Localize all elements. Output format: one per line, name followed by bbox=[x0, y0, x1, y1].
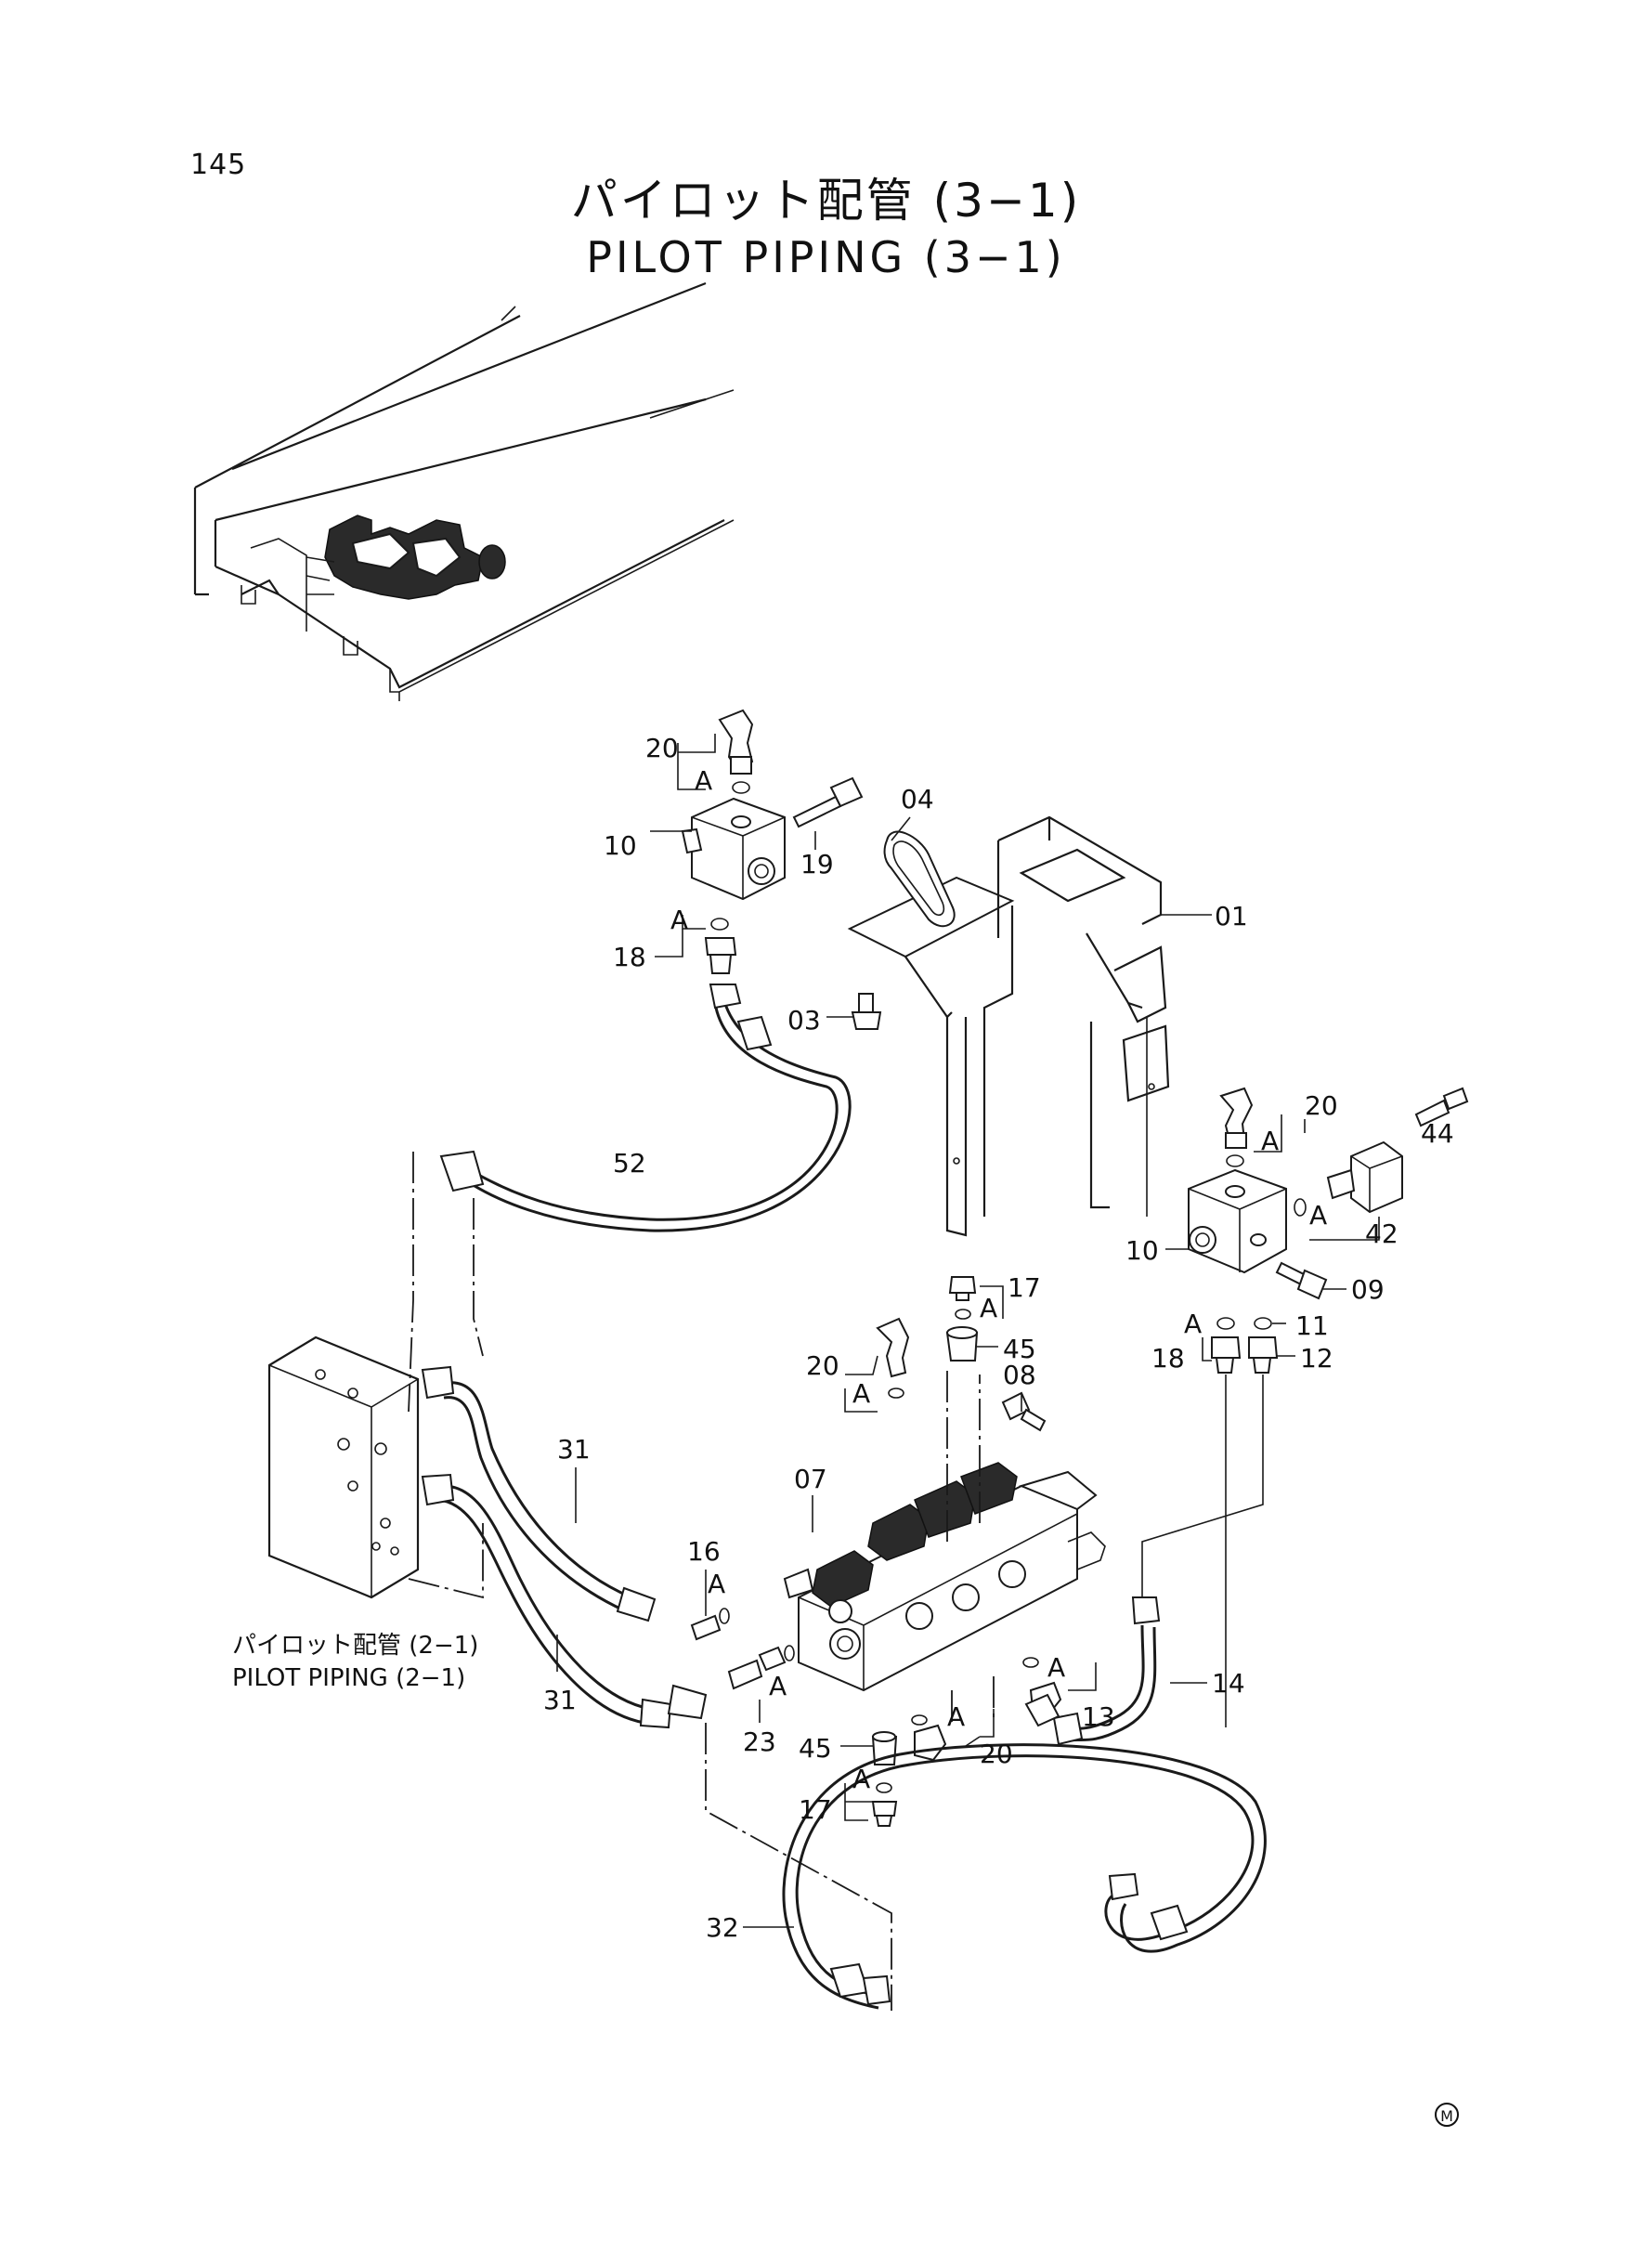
upper-block-assembly bbox=[681, 709, 864, 974]
callout-09: 09 bbox=[1351, 1274, 1385, 1305]
valve-block-10 bbox=[681, 797, 786, 901]
title-english: PILOT PIPING (3−1) bbox=[586, 232, 1066, 282]
detail-marker: A bbox=[708, 1569, 725, 1599]
title-block: パイロット配管 (3−1) PILOT PIPING (3−1) bbox=[0, 172, 1652, 285]
circled-m-symbol: M bbox=[1435, 2103, 1459, 2127]
bolt-09 bbox=[1275, 1261, 1328, 1300]
detail-marker: A bbox=[1184, 1309, 1202, 1339]
callout-42: 42 bbox=[1365, 1218, 1398, 1249]
bolt-08 bbox=[1001, 1391, 1047, 1432]
callout-20-mid: 20 bbox=[806, 1350, 839, 1381]
reference-label: パイロット配管 (2−1) PILOT PIPING (2−1) bbox=[232, 1632, 478, 1692]
detail-marker: A bbox=[852, 1378, 870, 1409]
detail-marker: A bbox=[695, 765, 712, 796]
bolt-03 bbox=[851, 993, 882, 1030]
callout-04: 04 bbox=[901, 784, 934, 814]
control-valve-07 bbox=[783, 1462, 1106, 1692]
callout-03: 03 bbox=[787, 1005, 821, 1036]
elbow-fitting-20-right bbox=[1219, 1087, 1254, 1149]
detail-marker: A bbox=[1261, 1126, 1279, 1156]
reference-english: PILOT PIPING (2−1) bbox=[232, 1664, 465, 1692]
callout-31-upper: 31 bbox=[557, 1434, 591, 1465]
callout-10: 10 bbox=[604, 830, 637, 861]
right-block-assembly bbox=[1141, 1087, 1469, 1727]
callout-20-lower: 20 bbox=[980, 1739, 1013, 1769]
detail-marker: A bbox=[980, 1293, 997, 1323]
seal-ring-04 bbox=[883, 830, 956, 928]
callout-52: 52 bbox=[613, 1148, 646, 1179]
callout-19: 19 bbox=[800, 849, 834, 879]
page-number: 145 bbox=[190, 149, 247, 181]
plug-45-top bbox=[945, 1326, 979, 1362]
detail-marker: A bbox=[1047, 1652, 1065, 1683]
marking-symbol-letter: M bbox=[1440, 2107, 1453, 2125]
callout-labels: 20 10 19 04 18 03 01 52 20 44 42 10 09 1… bbox=[543, 733, 1454, 1943]
callout-20-right: 20 bbox=[1305, 1090, 1338, 1121]
callout-17: 17 bbox=[1008, 1272, 1041, 1303]
fitting-16 bbox=[690, 1608, 730, 1641]
reference-japanese: パイロット配管 (2−1) bbox=[232, 1632, 478, 1660]
leader-lines bbox=[556, 734, 1380, 1928]
detail-markers: A A A A A A A A A A A A bbox=[670, 765, 1327, 1794]
detail-marker: A bbox=[769, 1671, 787, 1701]
fitting-23 bbox=[727, 1645, 795, 1690]
fittings-18-12 bbox=[1211, 1336, 1279, 1374]
fitting-44 bbox=[1414, 1087, 1469, 1127]
callout-07: 07 bbox=[794, 1464, 827, 1494]
adapter-fitting-18 bbox=[704, 937, 737, 974]
callout-23: 23 bbox=[743, 1726, 776, 1757]
elbow-fitting-20 bbox=[718, 709, 754, 775]
callout-17-lower: 17 bbox=[799, 1794, 832, 1825]
valve-cluster-sketch bbox=[306, 515, 506, 600]
hose-52 bbox=[439, 984, 852, 1232]
detail-marker: A bbox=[852, 1764, 870, 1794]
hose-32 bbox=[782, 1743, 1267, 2010]
location-overview-sketch bbox=[193, 281, 735, 701]
pilot-manifold-block bbox=[267, 1335, 420, 1599]
callout-14: 14 bbox=[1212, 1668, 1245, 1699]
lower-fittings bbox=[871, 1657, 1062, 1827]
callout-45: 45 bbox=[1003, 1334, 1036, 1364]
o-ring-17-top bbox=[955, 1309, 971, 1320]
callout-10-right: 10 bbox=[1125, 1235, 1159, 1266]
callout-11: 11 bbox=[1295, 1310, 1329, 1341]
sensor-42 bbox=[1326, 1140, 1403, 1214]
callout-44: 44 bbox=[1421, 1118, 1454, 1149]
bolt-19 bbox=[792, 776, 864, 828]
callout-32: 32 bbox=[706, 1912, 739, 1943]
hoses-31 bbox=[421, 1365, 708, 1729]
callout-16: 16 bbox=[687, 1536, 721, 1567]
callout-13: 13 bbox=[1082, 1701, 1115, 1732]
callout-01: 01 bbox=[1215, 901, 1248, 932]
valve-block-10-right bbox=[1188, 1168, 1287, 1274]
cap-17-top bbox=[948, 1276, 977, 1301]
callout-18-right: 18 bbox=[1151, 1343, 1185, 1374]
callout-45-lower: 45 bbox=[799, 1733, 832, 1764]
detail-marker: A bbox=[670, 905, 688, 935]
callout-20: 20 bbox=[645, 733, 679, 763]
callout-31-lower: 31 bbox=[543, 1685, 577, 1715]
hose-14 bbox=[1024, 1596, 1161, 1746]
callout-08: 08 bbox=[1003, 1360, 1036, 1390]
callout-18: 18 bbox=[613, 942, 646, 972]
elbow-20-mid bbox=[876, 1317, 910, 1378]
title-japanese: パイロット配管 (3−1) bbox=[570, 174, 1082, 228]
detail-marker: A bbox=[1309, 1200, 1327, 1231]
detail-marker: A bbox=[947, 1701, 965, 1732]
valve-spools bbox=[812, 1462, 1018, 1608]
callout-12: 12 bbox=[1300, 1343, 1333, 1374]
bracket-01 bbox=[847, 815, 1170, 1237]
